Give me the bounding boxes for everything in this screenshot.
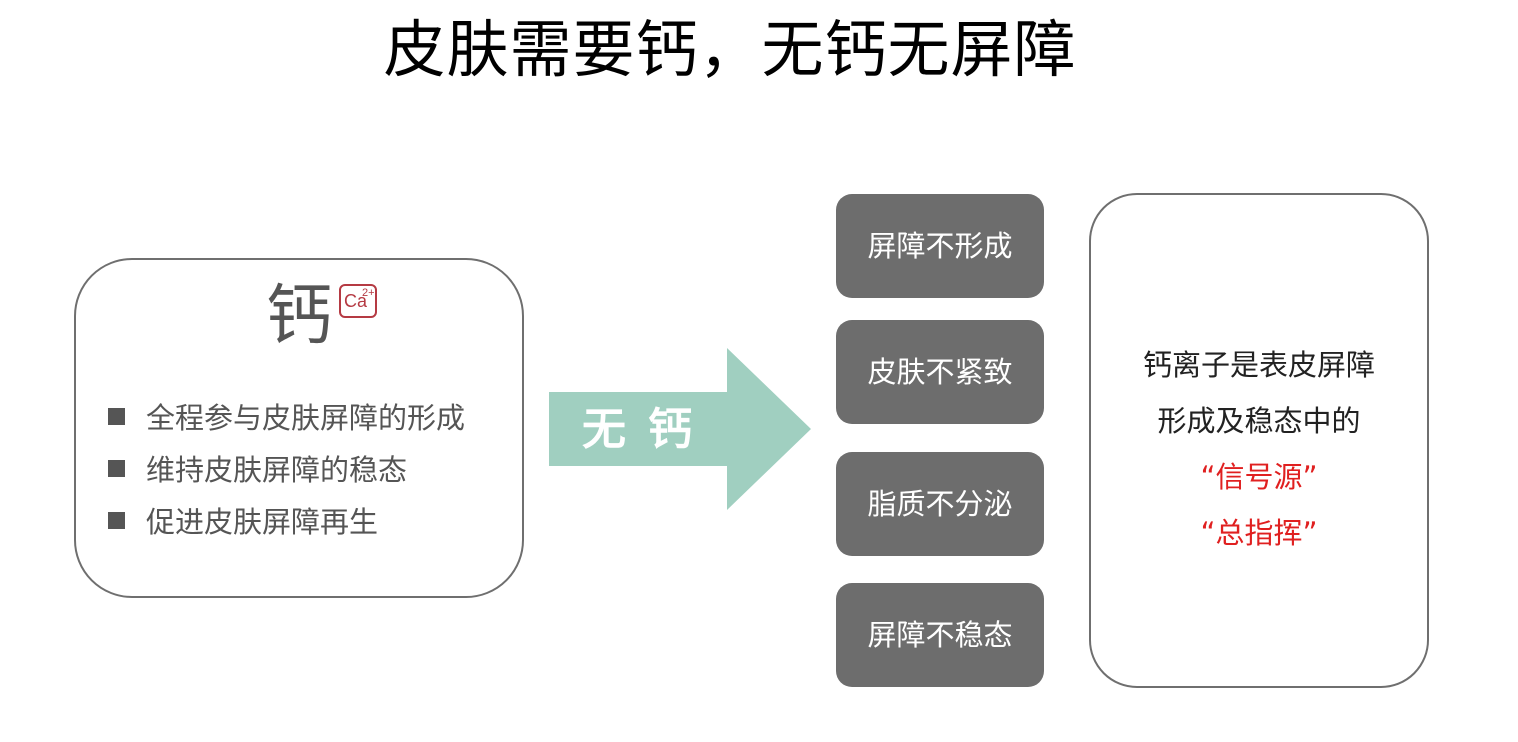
arrow-label: 无钙	[582, 404, 714, 455]
calcium-function-text: 维持皮肤屏障的稳态	[146, 453, 408, 487]
calcium-function-text: 促进皮肤屏障再生	[146, 505, 379, 539]
effect-box-barrier-not-formed: 屏障不形成	[836, 194, 1044, 298]
summary-highlight: “总指挥”	[1200, 516, 1318, 550]
arrow-shape	[549, 348, 811, 510]
calcium-function-text: 全程参与皮肤屏障的形成	[146, 401, 466, 435]
right-arrow-icon	[549, 348, 811, 510]
summary-highlight: “信号源”	[1200, 460, 1318, 494]
effect-box-lipid-not-secreted: 脂质不分泌	[836, 452, 1044, 556]
calcium-ion-symbol: Ca	[344, 291, 368, 311]
page-title: 皮肤需要钙，无钙无屏障	[383, 13, 1077, 86]
summary-box: 钙离子是表皮屏障 形成及稳态中的 “信号源” “总指挥”	[1089, 193, 1429, 688]
summary-line: 钙离子是表皮屏障	[1142, 348, 1375, 382]
square-bullet-icon	[108, 460, 125, 477]
calcium-box: 钙 Ca 2+ 全程参与皮肤屏障的形成 维持皮肤屏障的稳态 促进皮肤屏障再生	[74, 258, 524, 598]
calcium-ion-charge: 2+	[362, 287, 375, 299]
effect-box-barrier-unstable: 屏障不稳态	[836, 583, 1044, 687]
square-bullet-icon	[108, 512, 125, 529]
effect-box-skin-not-firm: 皮肤不紧致	[836, 320, 1044, 424]
square-bullet-icon	[108, 408, 125, 425]
calcium-ion-badge-icon: Ca 2+	[339, 284, 377, 318]
summary-line: 形成及稳态中的	[1157, 404, 1361, 438]
calcium-character: 钙	[266, 277, 332, 354]
